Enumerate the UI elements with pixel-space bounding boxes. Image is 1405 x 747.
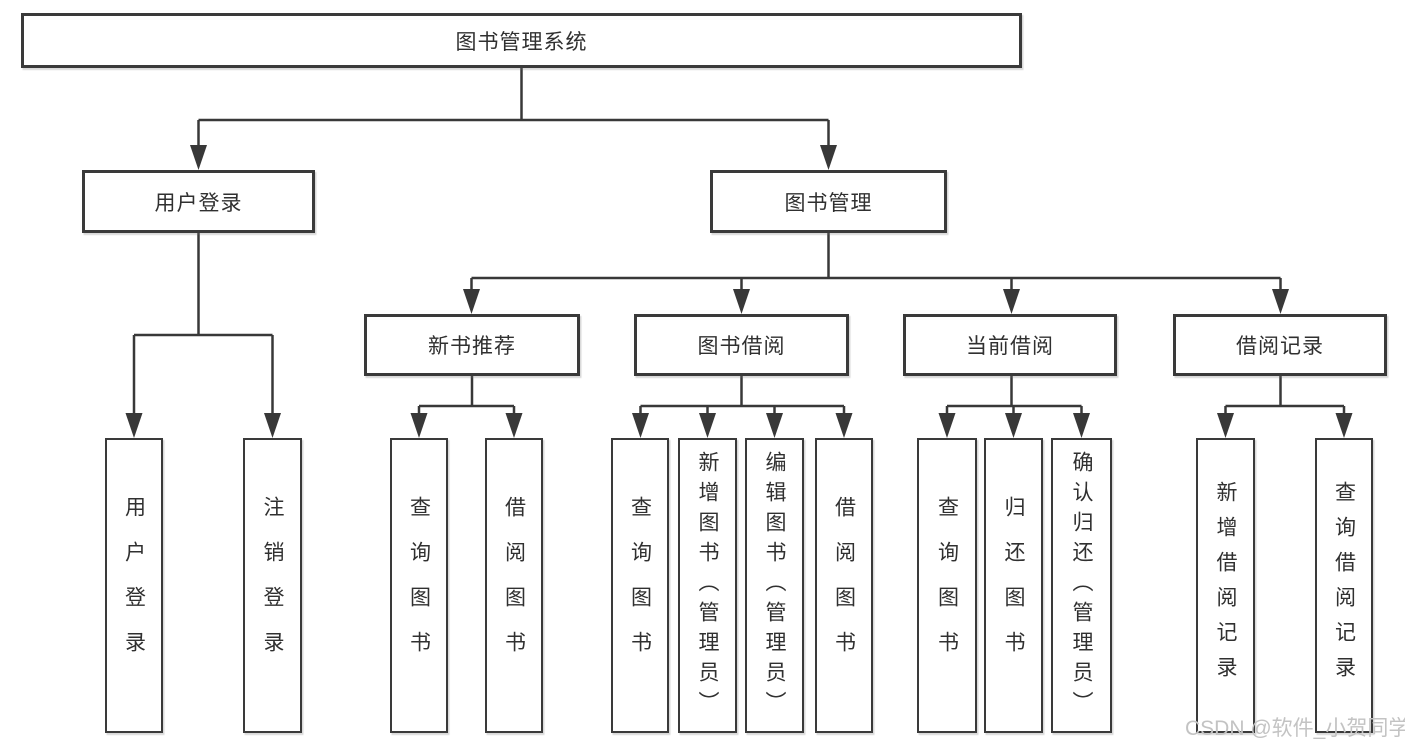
arrowhead: [766, 413, 783, 438]
arrowhead: [505, 413, 523, 438]
node-book-management: 图书管理: [710, 170, 947, 233]
connector-new-book-to-leaves: [417, 376, 516, 415]
arrowhead: [190, 145, 207, 170]
arrowhead: [1005, 413, 1022, 438]
leaf-add-books-admin: 新增图书（管理员）: [678, 438, 737, 733]
connector-book-borrow-to-leaves: [639, 376, 846, 415]
arrowhead: [264, 413, 281, 438]
leaf-label: 新增借阅记录: [1214, 480, 1237, 691]
node-user-login: 用户登录: [82, 170, 315, 233]
leaf-label: 归还图书: [1002, 495, 1025, 676]
node-label: 图书管理: [784, 191, 873, 215]
node-current-borrowing: 当前借阅: [903, 314, 1117, 376]
connector-current-borrow-to-leaves: [945, 376, 1083, 415]
node-label: 图书借阅: [697, 335, 786, 358]
leaf-query-books-current: 查询图书: [917, 438, 977, 733]
leaf-label: 编辑图书（管理员）: [763, 450, 786, 721]
arrowhead: [835, 413, 853, 438]
leaf-label: 查询图书: [407, 495, 431, 676]
leaf-label: 确认归还（管理员）: [1070, 450, 1093, 721]
leaf-add-borrow-record: 新增借阅记录: [1196, 438, 1255, 733]
arrowhead: [125, 413, 143, 438]
arrowhead: [820, 145, 837, 170]
root-node-label: 图书管理系统: [455, 30, 588, 54]
leaf-borrow-books-borrowing: 借阅图书: [815, 438, 873, 733]
node-label: 新书推荐: [428, 335, 516, 358]
leaf-return-books: 归还图书: [984, 438, 1043, 733]
leaf-borrow-books-recommend: 借阅图书: [485, 438, 543, 733]
arrowhead: [1217, 413, 1234, 438]
leaf-label: 查询图书: [935, 495, 959, 676]
root-node-library-system: 图书管理系统: [21, 13, 1022, 68]
node-new-book-recommend: 新书推荐: [364, 314, 580, 376]
leaf-confirm-return-admin: 确认归还（管理员）: [1051, 438, 1112, 733]
arrowhead: [1003, 289, 1020, 314]
leaf-query-borrow-record: 查询借阅记录: [1315, 438, 1373, 733]
node-label: 借阅记录: [1236, 335, 1324, 358]
arrowhead: [938, 413, 956, 438]
leaf-query-books-recommend: 查询图书: [390, 438, 448, 733]
connector-book-mgmt-to-level3: [470, 233, 1282, 291]
connector-user-login-to-leaves: [132, 233, 274, 415]
leaf-label: 用户登录: [122, 495, 146, 676]
arrowhead: [1335, 413, 1353, 438]
arrowhead: [733, 289, 750, 314]
leaf-label: 查询借阅记录: [1332, 480, 1356, 691]
leaf-logout: 注销登录: [243, 438, 302, 733]
leaf-label: 新增图书（管理员）: [696, 450, 719, 721]
connector-borrow-record-to-leaves: [1224, 376, 1346, 415]
leaf-edit-books-admin: 编辑图书（管理员）: [745, 438, 804, 733]
arrowhead: [410, 413, 428, 438]
node-label: 当前借阅: [966, 335, 1054, 358]
leaf-query-books-borrowing: 查询图书: [611, 438, 669, 733]
connector-root-to-level2: [197, 68, 830, 146]
leaf-label: 借阅图书: [832, 495, 856, 676]
arrowhead: [1272, 289, 1289, 314]
leaf-label: 查询图书: [628, 495, 652, 676]
arrowhead: [699, 413, 716, 438]
leaf-user-login: 用户登录: [105, 438, 163, 733]
csdn-watermark: CSDN @软件_小贺同学: [1185, 717, 1405, 740]
node-book-borrowing: 图书借阅: [634, 314, 849, 376]
leaf-label: 注销登录: [261, 495, 284, 676]
leaf-label: 借阅图书: [502, 495, 526, 676]
arrowhead: [1073, 413, 1090, 438]
node-borrowing-records: 借阅记录: [1173, 314, 1387, 376]
arrowhead: [632, 413, 649, 438]
arrowhead: [463, 289, 480, 314]
node-label: 用户登录: [154, 191, 243, 215]
